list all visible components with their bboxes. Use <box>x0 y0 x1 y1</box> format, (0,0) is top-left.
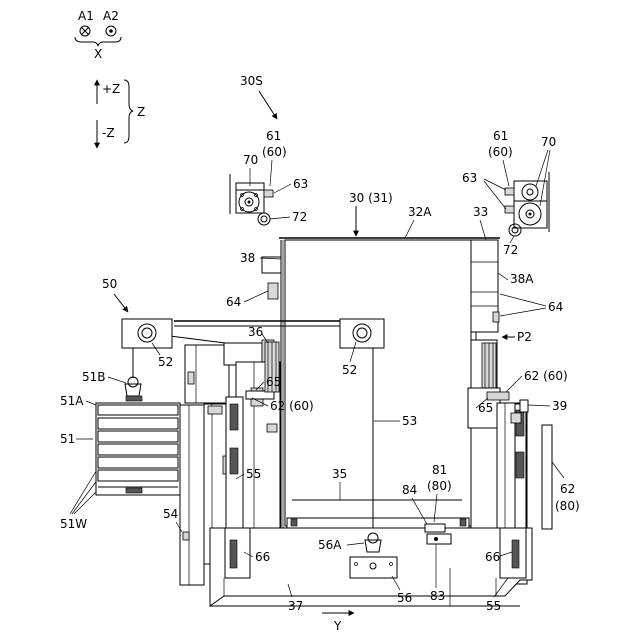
label-52-right: 52 <box>342 363 357 377</box>
label-38a: 38A <box>510 272 534 286</box>
label-62-60-left: 62 (60) <box>270 399 314 413</box>
label-36: 36 <box>248 325 263 339</box>
base-frame <box>210 524 532 606</box>
a2-label: A2 <box>103 9 119 23</box>
label-55-right: 55 <box>486 599 501 613</box>
label-51a: 51A <box>60 394 84 408</box>
weight-stack <box>96 377 180 495</box>
x-label: X <box>94 47 102 61</box>
clamp-unit-left <box>230 174 273 225</box>
label-51w: 51W <box>60 517 87 531</box>
z-brace <box>124 80 133 143</box>
label-62-60-right: 62 (60) <box>524 369 568 383</box>
label-60-left: (60) <box>262 145 287 159</box>
label-64-right: 64 <box>548 300 563 314</box>
label-72-right: 72 <box>503 243 518 257</box>
label-39: 39 <box>552 399 567 413</box>
label-56a: 56A <box>318 538 342 552</box>
label-56: 56 <box>397 591 412 605</box>
label-51: 51 <box>60 432 75 446</box>
minus-z-label: -Z <box>102 126 115 140</box>
label-55-left: 55 <box>246 467 261 481</box>
label-66-right: 66 <box>485 550 500 564</box>
label-37: 37 <box>288 599 303 613</box>
label-50: 50 <box>102 277 117 291</box>
direction-legend: A1 A2 X +Z -Z Z <box>75 9 145 148</box>
label-70-left: 70 <box>243 153 258 167</box>
leader-50 <box>114 294 128 312</box>
clamp-unit-right <box>505 172 549 236</box>
label-62-right: 62 <box>560 482 575 496</box>
y-label: Y <box>333 619 342 633</box>
label-61-left: 61 <box>266 129 281 143</box>
label-70-right: 70 <box>541 135 556 149</box>
label-80-upper: (80) <box>427 479 452 493</box>
label-60-right: (60) <box>488 145 513 159</box>
label-30s: 30S <box>240 74 263 88</box>
label-52-left: 52 <box>158 355 173 369</box>
out-of-page-icon <box>106 26 116 36</box>
label-51b: 51B <box>82 370 106 384</box>
label-65-right: 65 <box>478 401 493 415</box>
a1-label: A1 <box>78 9 94 23</box>
label-54: 54 <box>163 507 178 521</box>
label-64-left: 64 <box>226 295 241 309</box>
label-p2: P2 <box>517 330 532 344</box>
label-32a: 32A <box>408 205 432 219</box>
label-61-right: 61 <box>493 129 508 143</box>
label-63-left: 63 <box>293 177 308 191</box>
into-page-icon <box>80 26 90 36</box>
leader-30s <box>259 91 277 119</box>
label-30-31: 30 (31) <box>349 191 393 205</box>
label-84: 84 <box>402 483 417 497</box>
label-63-right: 63 <box>462 171 477 185</box>
label-53: 53 <box>402 414 417 428</box>
label-65-upper: 65 <box>266 375 281 389</box>
label-81: 81 <box>432 463 447 477</box>
main-housing <box>262 238 500 528</box>
label-35: 35 <box>332 467 347 481</box>
plus-z-label: +Z <box>102 82 120 96</box>
label-38: 38 <box>240 251 255 265</box>
label-72-left: 72 <box>292 210 307 224</box>
label-33: 33 <box>473 205 488 219</box>
z-label: Z <box>137 105 145 119</box>
label-80-right: (80) <box>555 499 580 513</box>
x-brace <box>75 37 121 46</box>
label-66-left: 66 <box>255 550 270 564</box>
label-83: 83 <box>430 589 445 603</box>
